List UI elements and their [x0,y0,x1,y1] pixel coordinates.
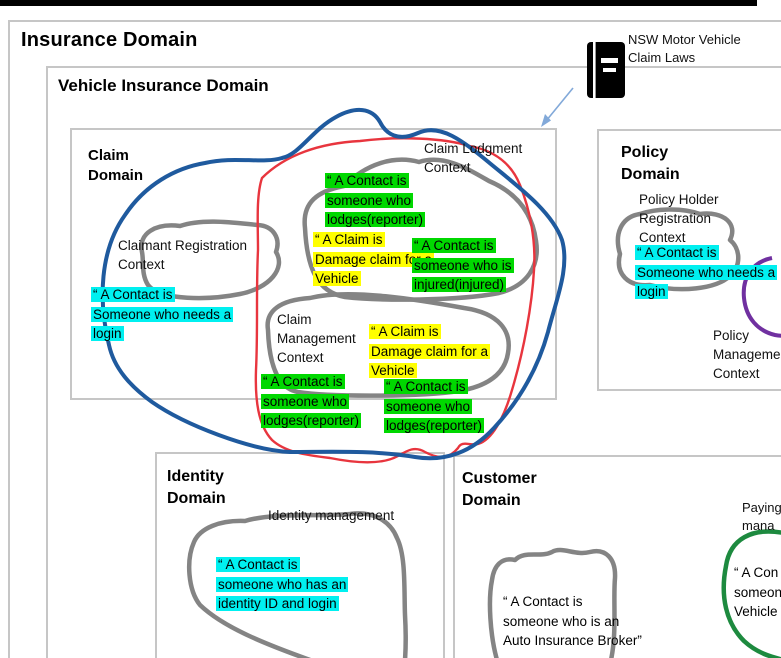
note-identity-text: “ A Contact is someone who has an identi… [216,557,349,612]
note-policy-registration-text: “ A Contact is Someone who needs a login [635,245,778,300]
claimant-registration-context-label: Claimant Registration Context [118,238,248,273]
insurance-domain-title: Insurance Domain [21,29,198,51]
policy-holder-registration-context-label: Policy Holder Registration Context [639,192,719,246]
policy-domain-box [597,129,781,391]
note-policy-registration: “ A Contact is Someone who needs a login [635,243,778,302]
claim-lodgment-context-label: Claim Lodgment Context [424,141,523,176]
identity-management-label: Identity management [268,508,395,523]
note-lodger-1: “ A Contact is someone who lodges(report… [325,171,426,230]
identity-domain-title: Identity Domain [167,468,226,507]
customer-domain-box [453,455,781,658]
law-note-label: NSW Motor Vehicle Claim Laws [628,32,741,66]
note-claim-registration-text: “ A Contact is Someone who needs a login [91,287,234,342]
note-claim-registration: “ A Contact is Someone who needs a login [91,285,234,344]
note-damage-claim-2: “ A Claim is Damage claim for a Vehicle [369,322,491,381]
note-lodger-3-text: “ A Contact is someone who lodges(report… [384,379,485,434]
vehicle-insurance-domain-box [46,66,781,658]
policy-management-context-label: Policy Management Context [713,328,781,382]
note-injured-text: “ A Contact is someone who is injured(in… [412,238,514,293]
top-black-bar [0,0,757,6]
note-paying-vehicle: “ A Con someon Vehicle [734,565,781,620]
claim-management-context-label: Claim Management Context [277,312,356,366]
note-customer-broker: “ A Contact is someone who is an Auto In… [503,594,642,649]
note-lodger-2-text: “ A Contact is someone who lodges(report… [261,374,362,429]
note-lodger-1-text: “ A Contact is someone who lodges(report… [325,173,426,228]
claim-domain-title: Claim Domain [88,147,144,185]
vehicle-insurance-domain-title: Vehicle Insurance Domain [58,76,269,95]
note-injured: “ A Contact is someone who is injured(in… [412,236,514,295]
policy-domain-title: Policy Domain [621,144,680,183]
paying-management-label: Paying mana [742,500,781,534]
note-damage-claim-2-text: “ A Claim is Damage claim for a Vehicle [369,324,491,379]
note-lodger-3: “ A Contact is someone who lodges(report… [384,377,485,436]
insurance-domain-box [8,20,781,658]
note-identity: “ A Contact is someone who has an identi… [216,555,349,614]
note-lodger-2: “ A Contact is someone who lodges(report… [261,372,362,431]
customer-domain-title: Customer Domain [462,470,537,509]
